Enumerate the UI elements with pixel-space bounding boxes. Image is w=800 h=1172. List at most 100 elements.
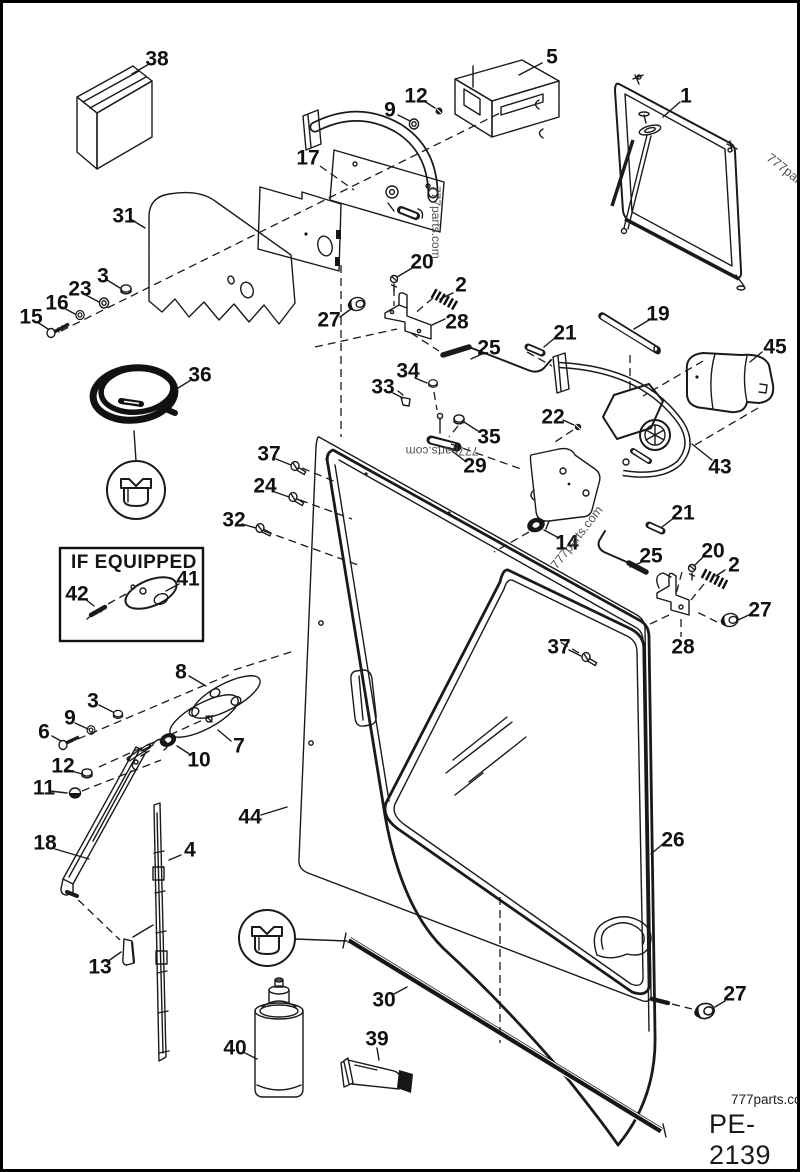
- watermark-inverted: 777parts.com: [405, 444, 479, 458]
- part-28-bracket-b: [656, 572, 690, 616]
- part-1-frame-assembly: [610, 74, 746, 291]
- callout-40: 40: [223, 1036, 247, 1060]
- callout-18: 18: [33, 831, 57, 855]
- part-25-rod-a: [440, 344, 552, 373]
- callout-37: 37: [547, 635, 571, 659]
- callout-42: 42: [65, 582, 89, 606]
- part-38-box: [76, 65, 153, 170]
- callout-9: 9: [384, 98, 396, 122]
- part-13-clip: [122, 938, 136, 966]
- callout-29: 29: [463, 454, 487, 478]
- part-27-bumper-c: [691, 1000, 717, 1022]
- part-28-bracket-a: [384, 292, 432, 340]
- callout-9: 9: [64, 706, 76, 730]
- callout-33: 33: [371, 375, 395, 399]
- part-22-screw: [574, 423, 582, 431]
- part-14-grommet: [527, 517, 545, 533]
- callout-38: 38: [145, 47, 169, 71]
- part-11-cap-nut: [68, 787, 82, 799]
- callout-leader-lines: [36, 62, 763, 1061]
- callout-24: 24: [253, 474, 277, 498]
- part-9-washer: [408, 118, 420, 130]
- callout-28: 28: [445, 310, 469, 334]
- callout-4: 4: [184, 838, 196, 862]
- callout-19: 19: [646, 302, 670, 326]
- part-20-screw-b: [687, 563, 697, 581]
- part-43-wiper-motor: [552, 352, 691, 478]
- callout-12: 12: [404, 84, 428, 108]
- callout-22: 22: [541, 405, 565, 429]
- callout-5: 5: [546, 45, 558, 69]
- diagram-line-art: [36, 59, 775, 1147]
- part-35-nut: [453, 414, 465, 425]
- sealant-emblem-circle-2: [238, 909, 296, 967]
- callout-6: 6: [38, 720, 50, 744]
- callout-36: 36: [188, 363, 212, 387]
- callout-3: 3: [97, 264, 109, 288]
- callout-27: 27: [723, 982, 747, 1006]
- part-29-latch-pin: [426, 412, 462, 452]
- part-18-wiper-arm: [60, 744, 154, 898]
- part-33-clip: [397, 390, 411, 407]
- part-3-nut: [120, 284, 132, 295]
- part-21-pin-b: [645, 521, 666, 535]
- callout-3: 3: [87, 689, 99, 713]
- part-3-nut-b: [112, 709, 124, 720]
- part-12-screw: [435, 107, 443, 115]
- part-16-washer: [75, 309, 85, 321]
- callout-8: 8: [175, 660, 187, 684]
- callout-21: 21: [553, 321, 577, 345]
- callout-15: 15: [19, 305, 43, 329]
- callout-25: 25: [477, 336, 501, 360]
- callout-26: 26: [661, 828, 685, 852]
- part-34-nut: [428, 379, 438, 388]
- watermark-footer: 777parts.com: [731, 1092, 797, 1107]
- callout-12: 12: [51, 754, 75, 778]
- callout-25: 25: [639, 544, 663, 568]
- callout-32: 32: [222, 508, 246, 532]
- part-6-bolt: [58, 735, 80, 751]
- part-27-bumper-b: [718, 611, 740, 630]
- callout-10: 10: [187, 748, 211, 772]
- callout-1: 1: [680, 84, 692, 108]
- callout-7: 7: [233, 734, 245, 758]
- part-number: PE-2139: [708, 1109, 772, 1170]
- callout-21: 21: [671, 501, 695, 525]
- callout-43: 43: [708, 455, 732, 479]
- if-equipped-box: [58, 546, 205, 643]
- part-15-bolt: [46, 322, 70, 339]
- part-36-hose-coil: [89, 364, 179, 424]
- callout-16: 16: [45, 291, 69, 315]
- part-30-edge-strip: [342, 932, 667, 1138]
- part-2-spring-b: [700, 568, 729, 590]
- callout-14: 14: [555, 531, 579, 555]
- callout-23: 23: [68, 277, 92, 301]
- part-21-pin-a: [524, 343, 546, 357]
- part-37-screw-a: [289, 460, 308, 476]
- part-12-nut-b: [81, 768, 93, 779]
- callout-44: 44: [238, 805, 262, 829]
- part-40-spray-can: [254, 977, 304, 1098]
- callout-17: 17: [296, 146, 320, 170]
- callout-2: 2: [728, 553, 740, 577]
- callout-28: 28: [671, 635, 695, 659]
- part-5-bracket: [454, 59, 560, 139]
- watermark-vertical: 777parts.com: [429, 186, 443, 259]
- callout-2: 2: [455, 273, 467, 297]
- part-39-sealant-tube: [340, 1057, 413, 1093]
- callout-39: 39: [365, 1027, 389, 1051]
- if-equipped-label: IF EQUIPPED: [71, 552, 197, 573]
- callout-37: 37: [257, 442, 281, 466]
- part-45-cover: [685, 352, 775, 414]
- callout-34: 34: [396, 359, 420, 383]
- part-31-sheet: [148, 191, 296, 325]
- part-19-tube: [598, 312, 661, 355]
- part-23-washer: [98, 297, 110, 309]
- callout-13: 13: [88, 955, 112, 979]
- callout-30: 30: [372, 988, 396, 1012]
- part-2-spring-a: [430, 288, 459, 311]
- part-4-wiper-blade: [152, 802, 170, 1062]
- part-24-screw: [287, 491, 306, 507]
- part-32-screw: [254, 522, 273, 537]
